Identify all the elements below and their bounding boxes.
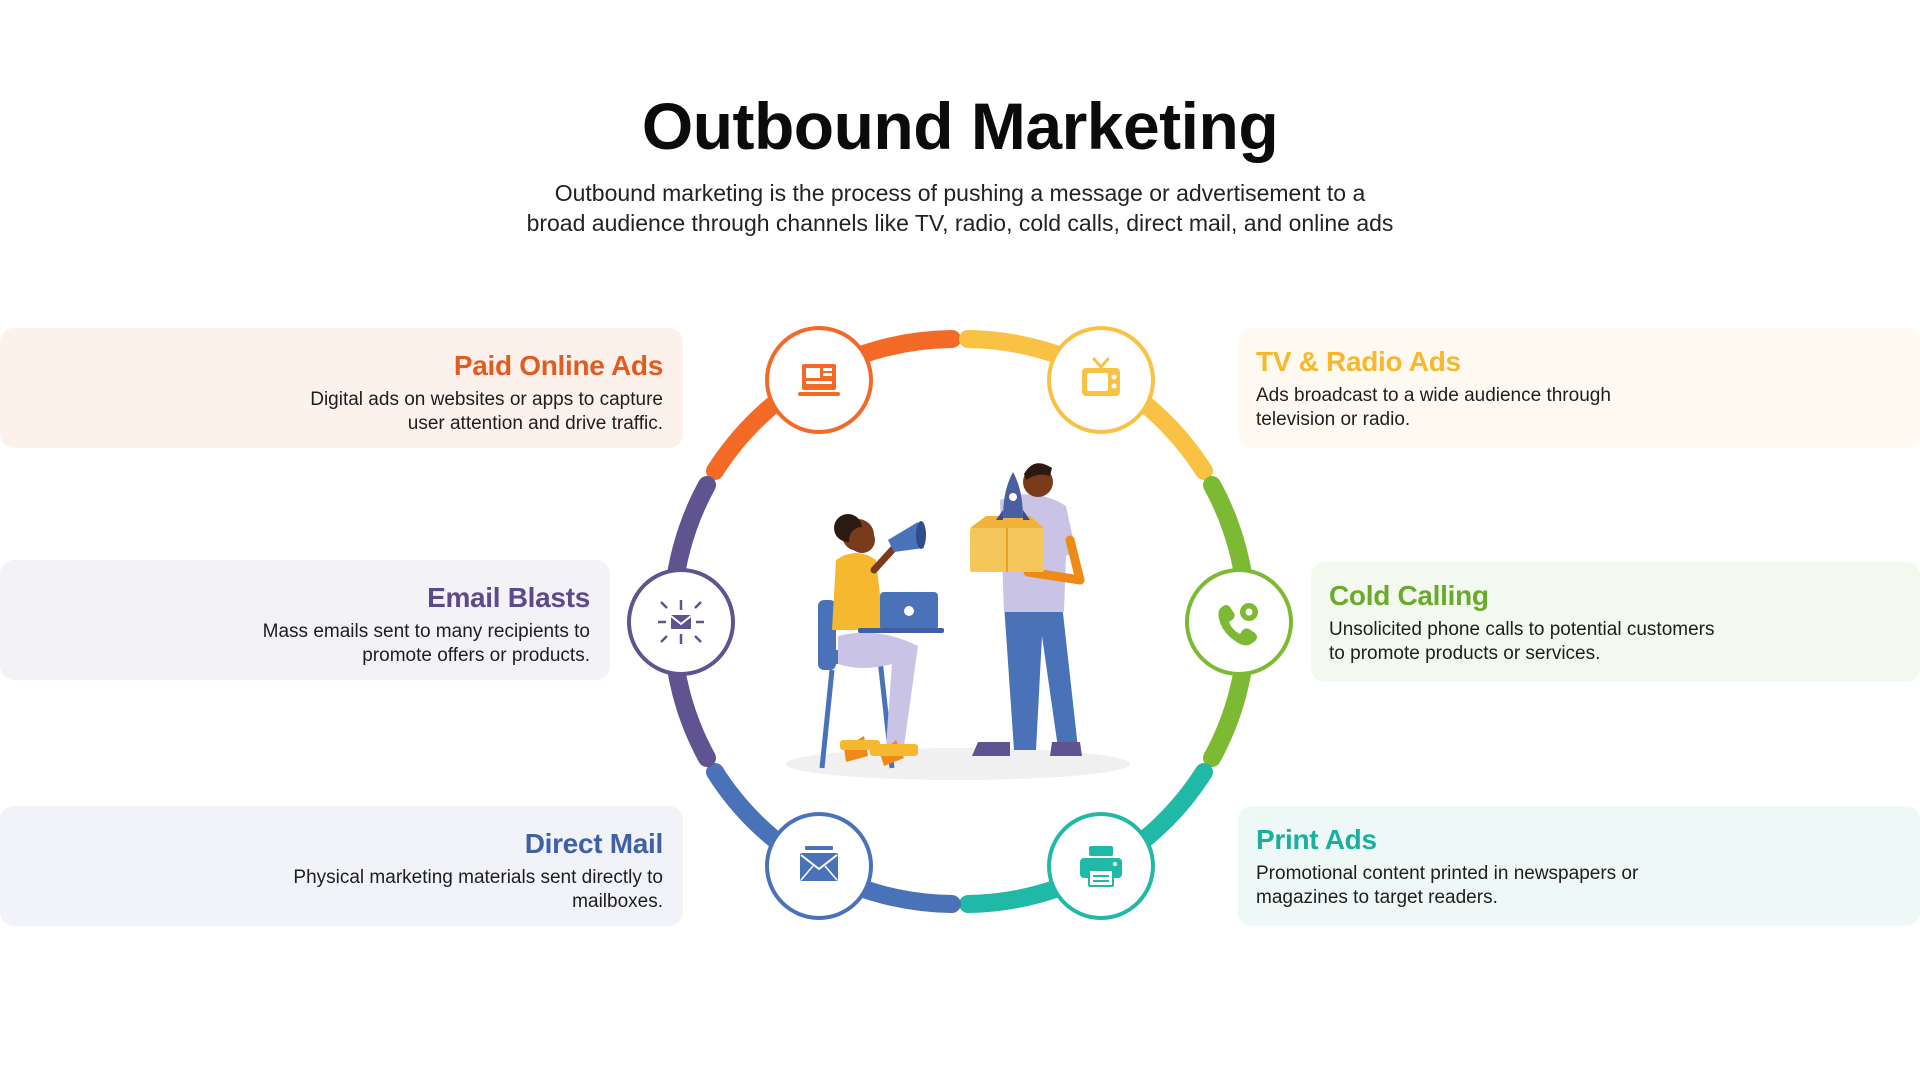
- card-title: Paid Online Ads: [453, 350, 663, 381]
- card-description-line: Ads broadcast to a wide audience through: [1256, 385, 1611, 406]
- card-title: Email Blasts: [427, 582, 590, 613]
- card-description-line: Digital ads on websites or apps to captu…: [310, 389, 663, 410]
- cycle-ring: [663, 330, 1256, 913]
- man-with-box: [970, 463, 1085, 756]
- email-blast-icon: [658, 600, 704, 644]
- node-paid-online-ads: [765, 326, 873, 434]
- card-title: Direct Mail: [524, 828, 664, 859]
- online-ad-icon: [798, 364, 840, 396]
- card-cold-calling: Cold Calling Unsolicited phone calls to …: [1311, 562, 1920, 682]
- node-cold-calling: [1185, 568, 1293, 676]
- node-tv-radio-ads: [1047, 326, 1155, 434]
- page-title: Outbound Marketing: [641, 89, 1279, 163]
- page-subtitle: Outbound marketing is the process of pus…: [460, 178, 1460, 238]
- node-print-ads: [1047, 812, 1155, 920]
- phone-icon: [1218, 603, 1258, 646]
- card-description: Promotional content printed in newspaper…: [1256, 862, 1920, 910]
- card-email-blasts: Email Blasts Mass emails sent to many re…: [0, 560, 610, 680]
- card-description-line: magazines to target readers.: [1256, 887, 1498, 908]
- card-description: Mass emails sent to many recipients to p…: [0, 620, 590, 668]
- card-title: Cold Calling: [1329, 580, 1489, 611]
- card-description-line: promote offers or products.: [362, 645, 590, 666]
- card-description-line: television or radio.: [1256, 409, 1411, 430]
- card-paid-online-ads: Paid Online Ads Digital ads on websites …: [0, 328, 683, 448]
- woman-with-megaphone: [818, 514, 944, 769]
- envelope-icon: [800, 846, 838, 881]
- card-description-line: Unsolicited phone calls to potential cus…: [1329, 619, 1715, 640]
- card-description: Physical marketing materials sent direct…: [0, 866, 663, 914]
- card-description-line: to promote products or services.: [1329, 643, 1601, 664]
- subtitle-line-1: Outbound marketing is the process of pus…: [554, 180, 1366, 206]
- printer-icon: [1080, 846, 1122, 887]
- card-title: Print Ads: [1256, 824, 1377, 855]
- card-description-line: Physical marketing materials sent direct…: [293, 867, 663, 888]
- node-email-blasts: [627, 568, 735, 676]
- tv-icon: [1082, 357, 1120, 396]
- subtitle-line-2: broad audience through channels like TV,…: [526, 210, 1394, 236]
- card-description: Digital ads on websites or apps to captu…: [0, 388, 663, 436]
- card-description-line: Mass emails sent to many recipients to: [262, 621, 590, 642]
- card-description-line: mailboxes.: [572, 891, 663, 912]
- card-tv-radio-ads: TV & Radio Ads Ads broadcast to a wide a…: [1238, 328, 1920, 448]
- card-description: Unsolicited phone calls to potential cus…: [1329, 618, 1920, 666]
- node-direct-mail: [765, 812, 873, 920]
- card-description-line: Promotional content printed in newspaper…: [1256, 863, 1639, 884]
- card-print-ads: Print Ads Promotional content printed in…: [1238, 806, 1920, 926]
- card-direct-mail: Direct Mail Physical marketing materials…: [0, 806, 683, 926]
- card-description-line: user attention and drive traffic.: [407, 413, 663, 434]
- card-description: Ads broadcast to a wide audience through…: [1256, 384, 1920, 432]
- marketing-team-illustration: [786, 463, 1130, 780]
- card-title: TV & Radio Ads: [1256, 346, 1461, 377]
